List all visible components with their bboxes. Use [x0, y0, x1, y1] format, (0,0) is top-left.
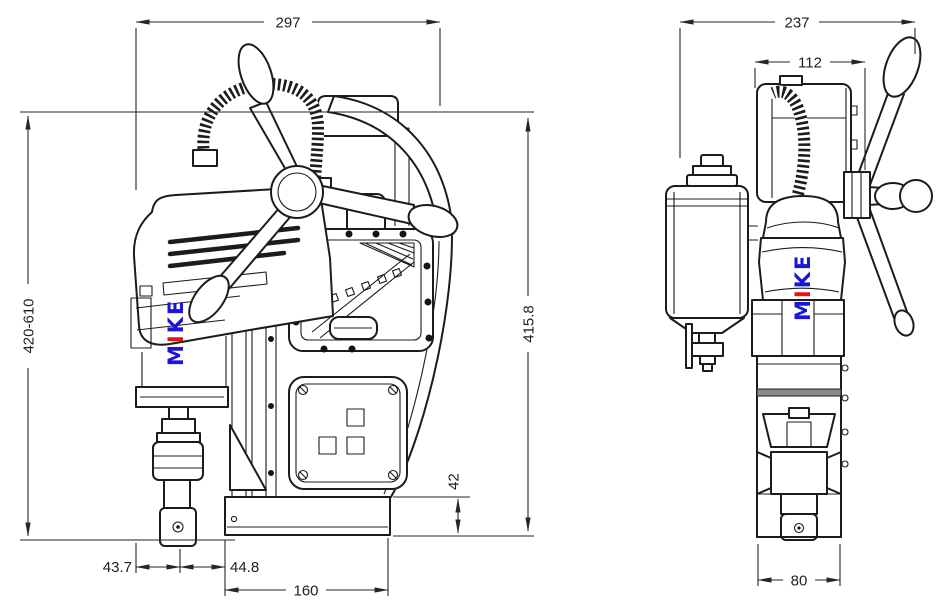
ext-lines — [679, 28, 916, 586]
logo-letter: E — [791, 254, 815, 270]
logo-letter: E — [164, 299, 188, 315]
logo-letter: K — [164, 315, 188, 333]
side-view-machine: MIKE — [130, 43, 459, 547]
coolant-bottle — [665, 154, 758, 372]
dim-height-range: 420-610 — [19, 115, 38, 537]
dim-overall-width-front: 237 — [679, 13, 916, 32]
dim-label-80: 80 — [791, 573, 808, 590]
feed-handwheel — [188, 43, 459, 324]
front-view-machine: MIKE — [665, 36, 933, 541]
dim-column-height: 415.8 — [519, 117, 538, 532]
coolant-valve — [690, 342, 724, 357]
lower-panel — [288, 376, 408, 490]
dim-body-width: 112 — [754, 53, 866, 72]
spindle-assembly — [135, 336, 267, 547]
logo-letter: I — [791, 288, 815, 298]
front-column — [756, 355, 849, 541]
hub-bracket — [843, 171, 871, 219]
logo-letter: M — [791, 298, 815, 321]
dim-spindle-to-base: 44.8 — [179, 559, 259, 576]
dim-label-42: 42 — [446, 473, 463, 490]
knob-upper — [237, 43, 275, 105]
brand-logo-front: MIKE — [791, 254, 815, 321]
handle-down — [854, 206, 911, 327]
svg-text:MIKE: MIKE — [164, 299, 188, 366]
side-view-dimensions: 297 420-610 415.8 42 43.7 44.8 — [19, 13, 538, 600]
panel-corner-screws — [297, 384, 399, 481]
feed-handles-front — [843, 36, 933, 337]
flex-hose — [767, 85, 811, 200]
knob-right — [407, 204, 459, 238]
dim-base-height: 42 — [446, 473, 463, 534]
dim-label-112: 112 — [798, 55, 822, 72]
dim-label-415-8: 415.8 — [521, 305, 538, 343]
motor-body-front — [751, 195, 846, 357]
dim-label-420-610: 420-610 — [21, 298, 38, 353]
wheel-hub — [270, 165, 324, 219]
dim-edge-to-spindle: 43.7 — [103, 559, 181, 576]
logo-letter: I — [164, 333, 188, 343]
brand-logo-side: MIKE — [164, 299, 188, 366]
front-view-dimensions: 237 112 80 — [679, 13, 916, 590]
magnetic-base — [224, 496, 391, 536]
logo-letter: K — [791, 270, 815, 288]
dim-overall-width: 297 — [135, 13, 441, 32]
knob-lower — [188, 274, 230, 324]
handle-up — [855, 87, 905, 186]
dim-label-237: 237 — [784, 15, 809, 32]
spoke-upper — [249, 101, 302, 176]
dim-base-width: 80 — [757, 571, 841, 590]
dim-label-160: 160 — [293, 583, 318, 600]
dim-label-297: 297 — [275, 15, 300, 32]
dim-base-length: 160 — [224, 581, 389, 600]
handle-mid-knob — [899, 179, 933, 213]
logo-letter: M — [164, 343, 188, 366]
svg-text:MIKE: MIKE — [791, 254, 815, 321]
dim-label-43-7: 43.7 — [103, 559, 132, 576]
dim-label-44-8: 44.8 — [230, 559, 259, 576]
column-rails — [231, 196, 277, 497]
handle-up-knob — [882, 36, 922, 98]
